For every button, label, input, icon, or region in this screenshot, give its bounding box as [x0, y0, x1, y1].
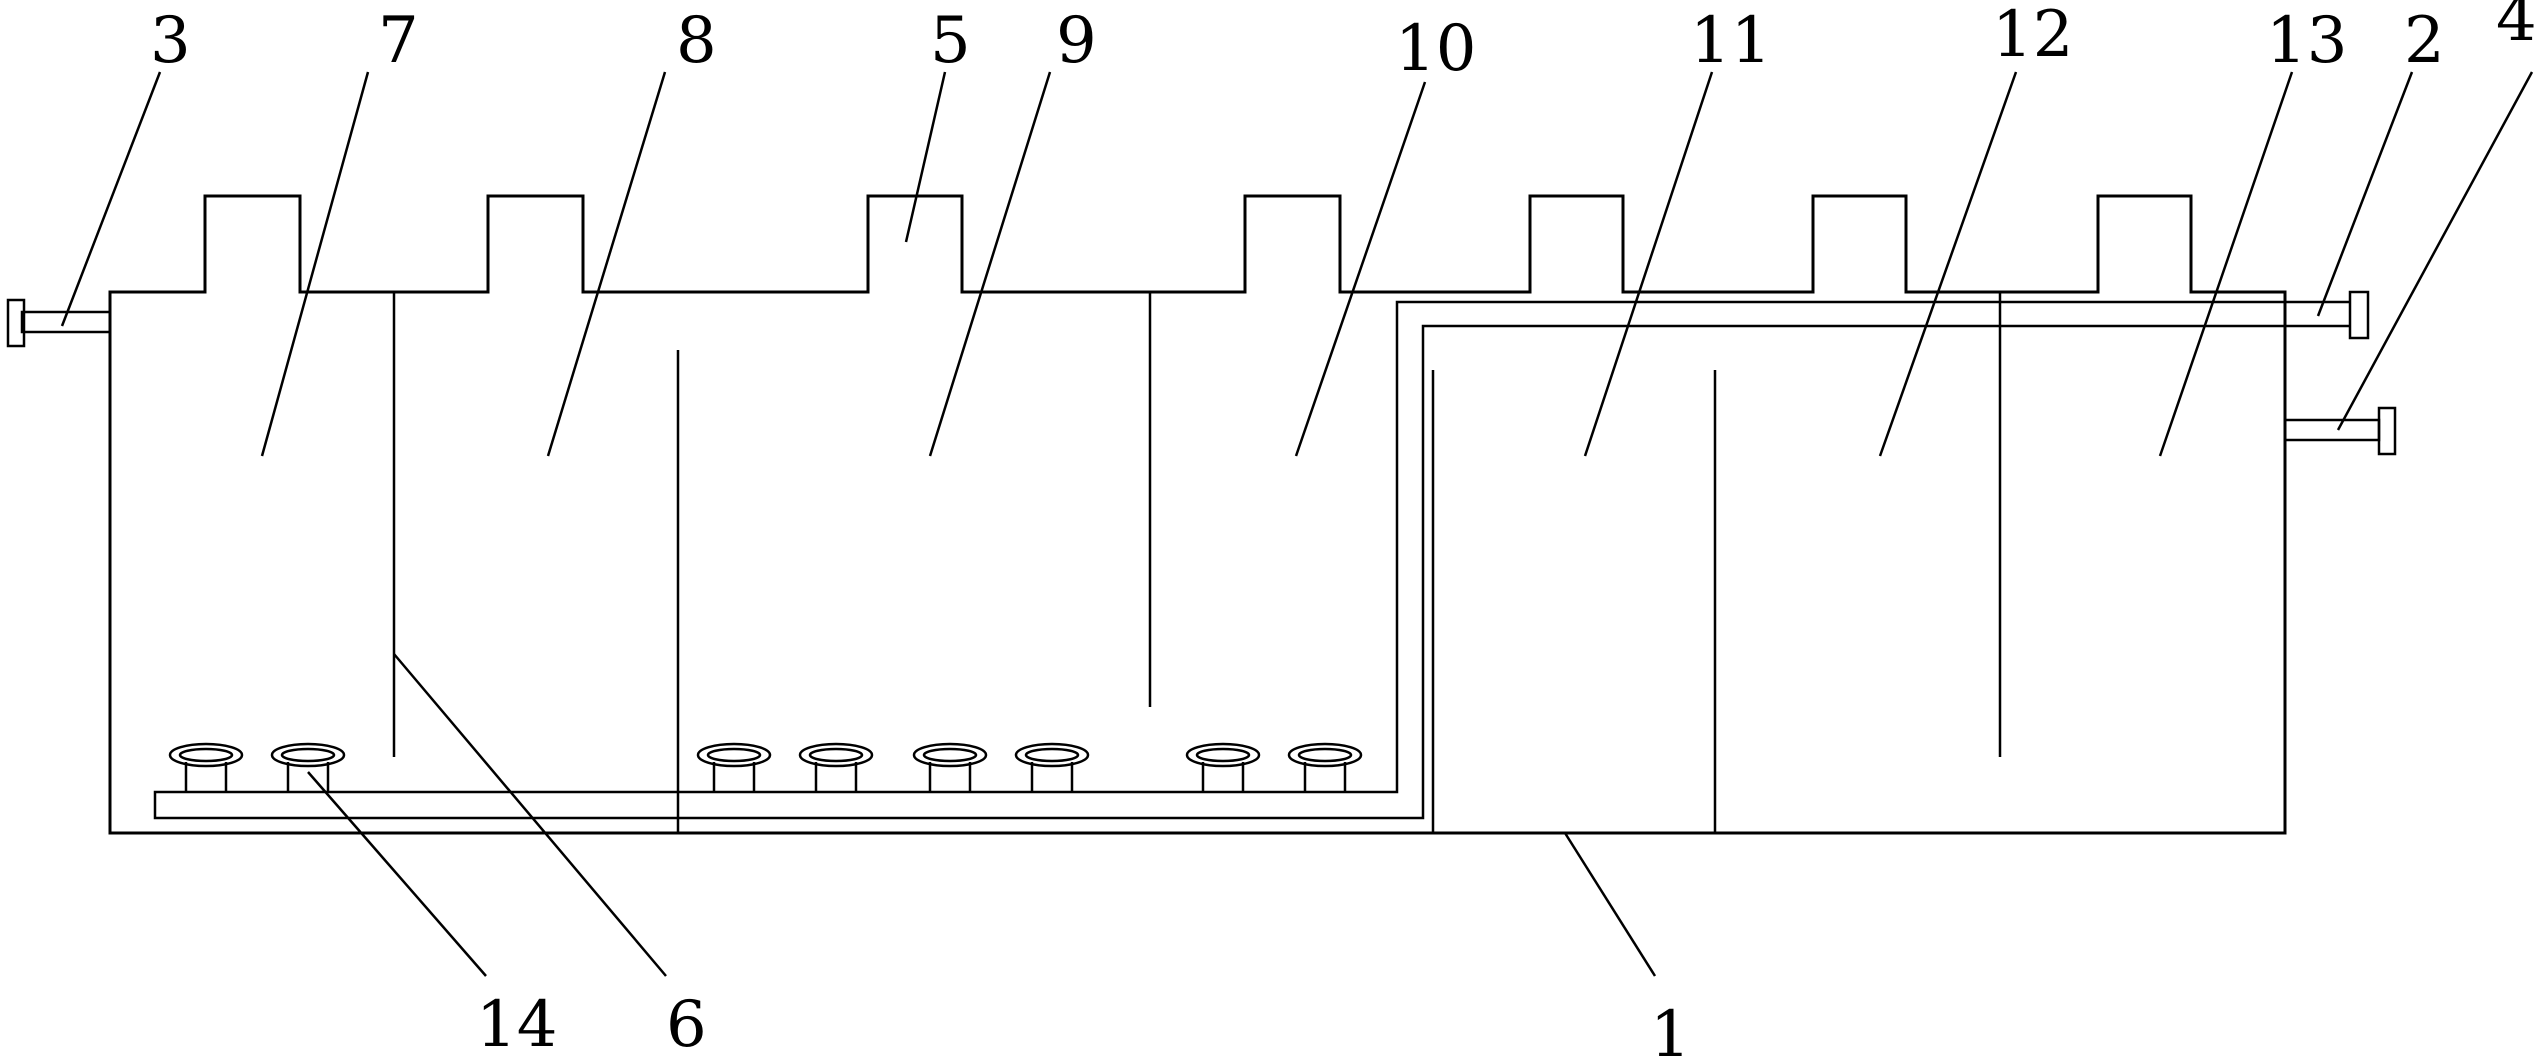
- label-14: 14: [476, 988, 557, 1062]
- leader-9: [928, 71, 1052, 457]
- aerator: [1287, 742, 1363, 792]
- leader-11: [1583, 71, 1714, 457]
- label-10: 10: [1395, 12, 1476, 86]
- leader-8: [546, 71, 667, 457]
- outlet-pipe: [2283, 406, 2397, 456]
- label-7: 7: [378, 4, 419, 78]
- leader-4: [2336, 71, 2534, 431]
- label-5: 5: [930, 4, 971, 78]
- aerator: [912, 742, 988, 792]
- aerator: [798, 742, 874, 792]
- leader-3: [60, 71, 162, 327]
- leader-10: [1294, 81, 1427, 457]
- leader-2: [2316, 71, 2414, 317]
- leader-5: [904, 71, 947, 243]
- air-pipe: [153, 290, 2370, 820]
- aerator: [696, 742, 772, 792]
- label-13: 13: [2266, 4, 2347, 78]
- leader-14: [307, 771, 487, 977]
- label-6: 6: [666, 988, 707, 1062]
- leader-1: [1563, 832, 1657, 977]
- label-9: 9: [1056, 4, 1097, 78]
- label-11: 11: [1690, 4, 1771, 78]
- leader-7: [260, 71, 370, 457]
- partitions: [392, 292, 2002, 833]
- tank-outline: [108, 194, 2287, 835]
- aerators: [168, 742, 1363, 792]
- number-labels: 3 7 8 5 9 10 11 12 13 2 4 14 6 1: [150, 0, 2536, 1064]
- label-8: 8: [676, 4, 717, 78]
- label-1: 1: [1650, 998, 1691, 1064]
- label-3: 3: [150, 4, 191, 78]
- label-4: 4: [2496, 0, 2536, 56]
- leader-12: [1878, 71, 2018, 457]
- aerator: [1014, 742, 1090, 792]
- leader-13: [2158, 71, 2294, 457]
- aerator: [168, 742, 244, 792]
- leader-6: [393, 653, 667, 977]
- leader-lines: [60, 71, 2534, 977]
- aerator: [1185, 742, 1261, 792]
- label-12: 12: [1992, 0, 2073, 72]
- aerator: [270, 742, 346, 792]
- inlet-pipe: [6, 298, 112, 348]
- label-2: 2: [2404, 4, 2445, 78]
